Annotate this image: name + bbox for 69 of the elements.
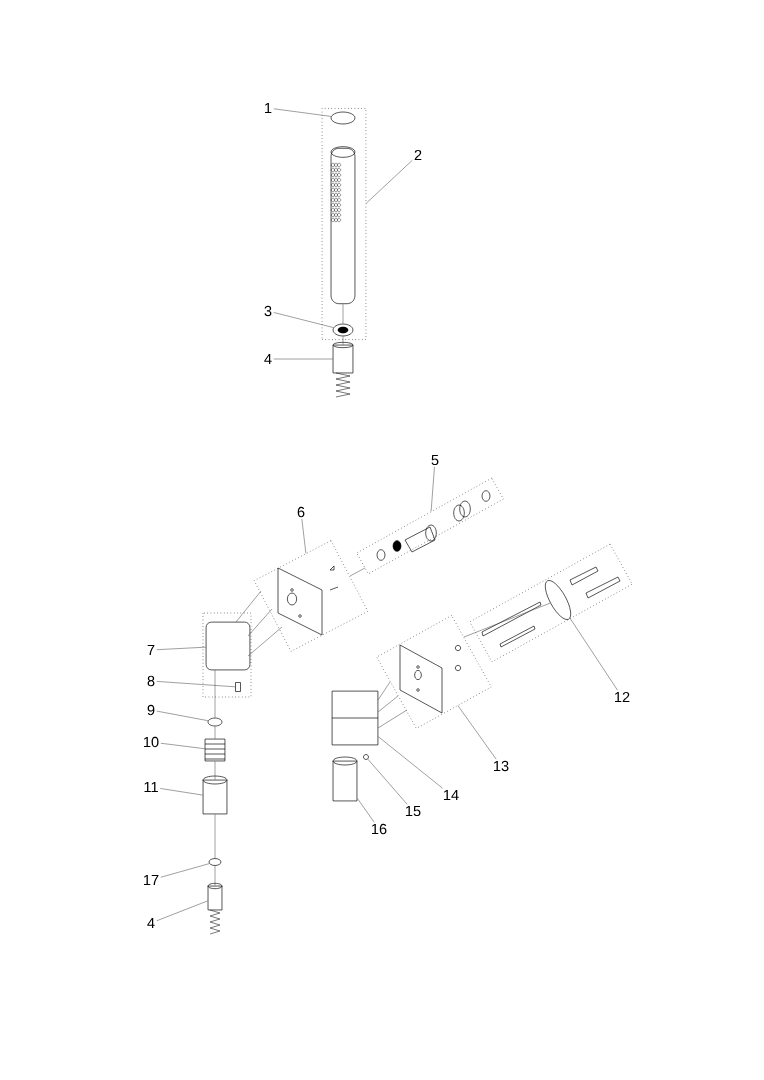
callout-number: 5 xyxy=(429,453,441,467)
assembly-line xyxy=(214,669,216,718)
assembly-line xyxy=(342,303,344,324)
assembly-line xyxy=(214,865,216,886)
holder-drawing xyxy=(331,690,379,746)
assembly-line xyxy=(247,626,283,657)
callout-number: 6 xyxy=(295,505,307,519)
assembly-line xyxy=(349,567,366,577)
assembly-line xyxy=(214,814,216,859)
callout-number: 15 xyxy=(403,804,423,818)
pin-drawing xyxy=(235,682,241,692)
cap-drawing xyxy=(330,111,356,125)
leader-line xyxy=(156,646,206,650)
nut-drawing xyxy=(204,738,226,762)
callout-number: 4 xyxy=(145,916,157,930)
callout-number: 10 xyxy=(141,735,161,749)
leader-line xyxy=(378,736,443,789)
callout-number: 16 xyxy=(369,822,389,836)
callout-number: 7 xyxy=(145,643,157,657)
callout-number: 9 xyxy=(145,703,157,717)
washer-drawing xyxy=(332,323,354,337)
leader-line xyxy=(273,312,334,328)
assembly-line xyxy=(377,695,399,713)
assembly-line xyxy=(377,709,408,729)
ring-drawing xyxy=(207,717,223,727)
assembly-line xyxy=(377,681,391,701)
flange-drawing xyxy=(544,580,572,620)
clip-drawing xyxy=(332,756,358,802)
leader-line xyxy=(569,618,618,691)
leader-line xyxy=(457,705,497,760)
dashed-group-box xyxy=(356,477,504,575)
assembly-line xyxy=(214,761,216,780)
dashed-group-box xyxy=(253,540,369,652)
assembly-line xyxy=(463,602,551,638)
leader-line xyxy=(156,710,209,721)
connector-drawing xyxy=(332,342,354,398)
leader-line xyxy=(160,863,210,878)
connector-drawing xyxy=(207,883,223,935)
assembly-line xyxy=(342,336,344,345)
assembly-line xyxy=(247,608,273,637)
leader-line xyxy=(301,518,307,554)
leader-line xyxy=(273,358,333,360)
hand-shower-drawing xyxy=(330,146,356,305)
leader-line xyxy=(156,900,208,922)
leader-line xyxy=(273,108,332,117)
leader-line xyxy=(357,798,375,823)
elbow-body-drawing xyxy=(205,621,251,671)
dashed-group-box xyxy=(321,108,367,340)
washer-drawing xyxy=(208,858,222,866)
assembly-line xyxy=(214,726,216,739)
callout-number: 3 xyxy=(262,304,274,318)
dashed-group-box xyxy=(376,615,492,729)
callout-number: 1 xyxy=(262,101,274,115)
assembly-line xyxy=(235,590,262,623)
leader-line xyxy=(160,742,205,749)
callout-number: 2 xyxy=(412,148,424,162)
leader-line xyxy=(366,160,413,204)
callout-number: 8 xyxy=(145,674,157,688)
screw-drawing xyxy=(363,754,369,760)
leader-line xyxy=(160,788,203,796)
callout-number: 4 xyxy=(262,352,274,366)
callout-number: 14 xyxy=(441,788,461,802)
leader-line xyxy=(156,681,236,688)
callout-number: 11 xyxy=(142,780,160,794)
sleeve-drawing xyxy=(202,775,228,815)
callout-number: 17 xyxy=(141,873,161,887)
callout-number: 13 xyxy=(491,759,511,773)
callout-number: 12 xyxy=(612,690,632,704)
leader-line xyxy=(430,466,435,512)
